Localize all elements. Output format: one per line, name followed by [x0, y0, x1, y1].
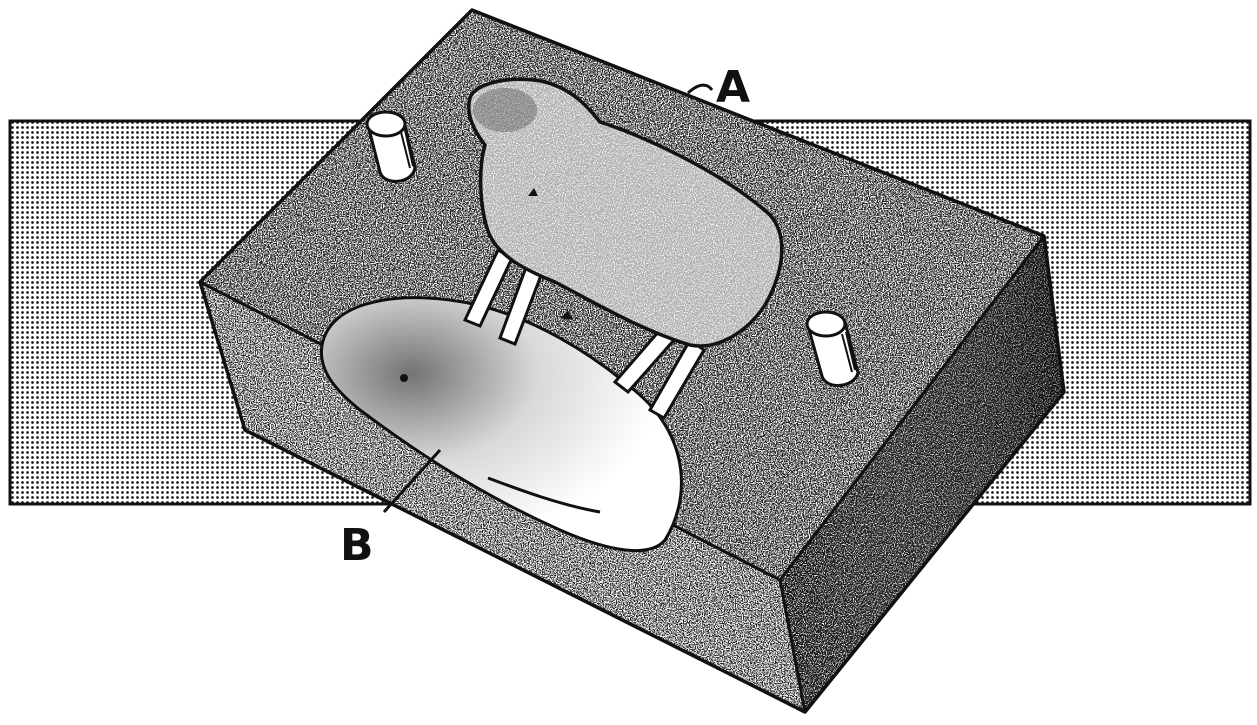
- label-b: B: [340, 520, 374, 571]
- sheep-figure: [462, 77, 784, 421]
- label-a-leader: [686, 83, 714, 95]
- dowel-pin-left: [365, 110, 417, 183]
- half-cavity: [319, 296, 683, 553]
- label-a: A: [716, 62, 750, 113]
- dowel-pin-right: [805, 310, 860, 387]
- label-b-leader: [382, 448, 442, 514]
